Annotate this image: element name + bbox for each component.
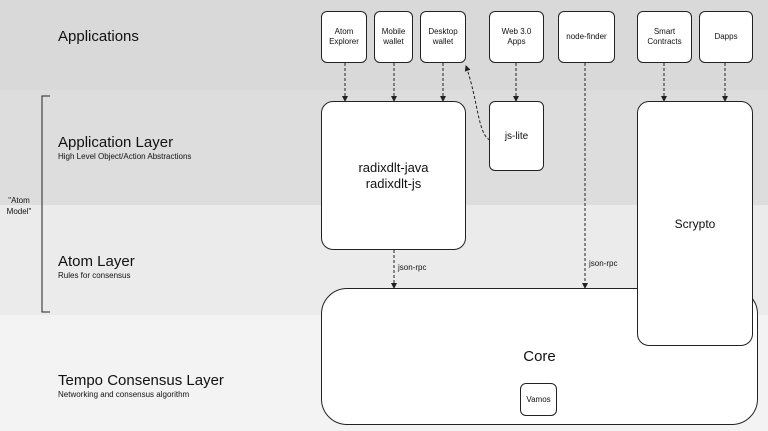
tempo-layer-title: Tempo Consensus Layer xyxy=(58,372,224,389)
applications-title: Applications xyxy=(58,28,139,45)
tempo-layer-subtitle: Networking and consensus algorithm xyxy=(58,390,190,399)
atom-layer-title: Atom Layer xyxy=(58,253,135,270)
atom-model-bracket xyxy=(41,95,50,313)
atom-model-label: "Atom Model" xyxy=(6,196,32,216)
radixdlt-libs-box: radixdlt-java radixdlt-js xyxy=(321,101,466,250)
atom-layer-subtitle: Rules for consensus xyxy=(58,271,131,280)
json-rpc-label-right: json-rpc xyxy=(589,259,618,268)
arrow-js-lite-desktop xyxy=(464,65,491,141)
vamos-box: Vamos xyxy=(520,383,557,416)
web3-apps-box: Web 3.0 Apps xyxy=(489,11,544,63)
scrypto-box: Scrypto xyxy=(637,101,753,346)
dapps-box: Dapps xyxy=(699,11,753,63)
atom-explorer-box: Atom Explorer xyxy=(321,11,367,63)
desktop-wallet-box: Desktop wallet xyxy=(420,11,466,63)
json-rpc-label-left: json-rpc xyxy=(398,263,427,272)
smart-contracts-box: Smart Contracts xyxy=(637,11,692,63)
js-lite-box: js-lite xyxy=(489,101,544,171)
application-layer-subtitle: High Level Object/Action Abstractions xyxy=(58,152,192,161)
node-finder-box: node-finder xyxy=(558,11,615,63)
application-layer-title: Application Layer xyxy=(58,134,174,151)
mobile-wallet-box: Mobile wallet xyxy=(374,11,413,63)
core-label: Core xyxy=(523,348,556,365)
